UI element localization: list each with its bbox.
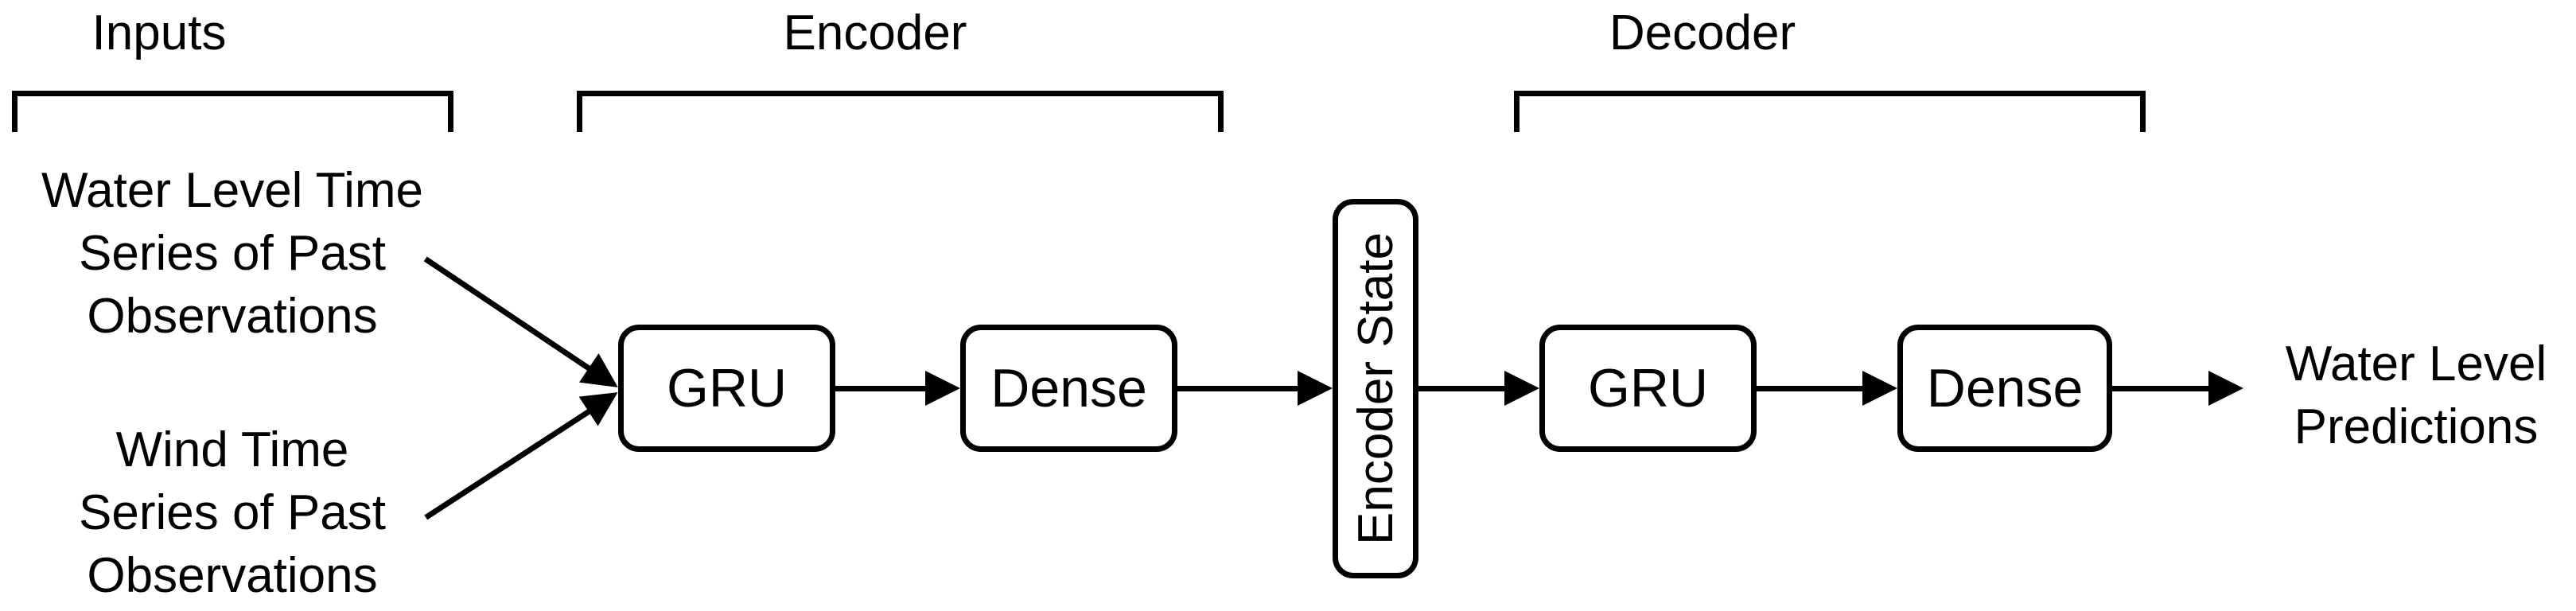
encoder-bracket: [577, 91, 1224, 132]
arrow-decoder-gru-to-dense: [1757, 371, 1897, 406]
output-text-predictions: Water Level Predictions: [2217, 333, 2576, 458]
input-text-line: Wind Time: [115, 422, 349, 477]
encoder-dense-label: Dense: [990, 358, 1147, 418]
output-text-line: Water Level: [2285, 337, 2547, 391]
section-label-inputs: Inputs: [91, 6, 227, 60]
input-text-line: Observations: [87, 289, 378, 344]
arrow-dense-to-encoder-state: [1177, 371, 1333, 406]
arrow-dense-to-predictions: [2112, 371, 2243, 406]
encoder-state-box: Encoder State: [1333, 199, 1418, 578]
arrowhead-icon: [925, 371, 960, 406]
section-label-encoder: Encoder: [783, 6, 967, 60]
output-text-line: Predictions: [2294, 399, 2539, 454]
input-text-line: Observations: [87, 548, 378, 603]
arrowhead-icon: [1504, 371, 1539, 406]
arrow-shaft: [1177, 385, 1301, 391]
decoder-dense-label: Dense: [1926, 358, 2084, 418]
arrow-encoder-state-to-decoder-gru: [1418, 371, 1539, 406]
decoder-dense-box: Dense: [1897, 325, 2112, 452]
encoder-dense-box: Dense: [960, 325, 1177, 452]
input-text-wind: Wind Time Series of Past Observations: [10, 418, 455, 607]
decoder-bracket: [1514, 91, 2146, 132]
arrowhead-icon: [1298, 371, 1333, 406]
section-label-decoder: Decoder: [1609, 6, 1796, 60]
arrowhead-icon: [2208, 371, 2243, 406]
arrow-shaft: [1757, 385, 1866, 391]
input-text-line: Water Level Time: [41, 163, 424, 218]
arrow-shaft: [835, 385, 928, 391]
decoder-gru-box: GRU: [1539, 325, 1757, 452]
arrowhead-icon: [1862, 371, 1897, 406]
decoder-gru-label: GRU: [1587, 358, 1709, 418]
arrow-encoder-gru-to-dense: [835, 371, 960, 406]
input-text-line: Series of Past: [79, 485, 386, 540]
input-text-line: Series of Past: [79, 226, 386, 281]
arrow-shaft: [2112, 385, 2212, 391]
encoder-gru-label: GRU: [666, 358, 788, 418]
encoder-state-label: Encoder State: [1348, 232, 1403, 545]
encoder-gru-box: GRU: [618, 325, 835, 452]
inputs-bracket: [12, 91, 453, 132]
arrow-shaft: [1418, 385, 1508, 391]
input-text-water-level: Water Level Time Series of Past Observat…: [10, 159, 455, 348]
